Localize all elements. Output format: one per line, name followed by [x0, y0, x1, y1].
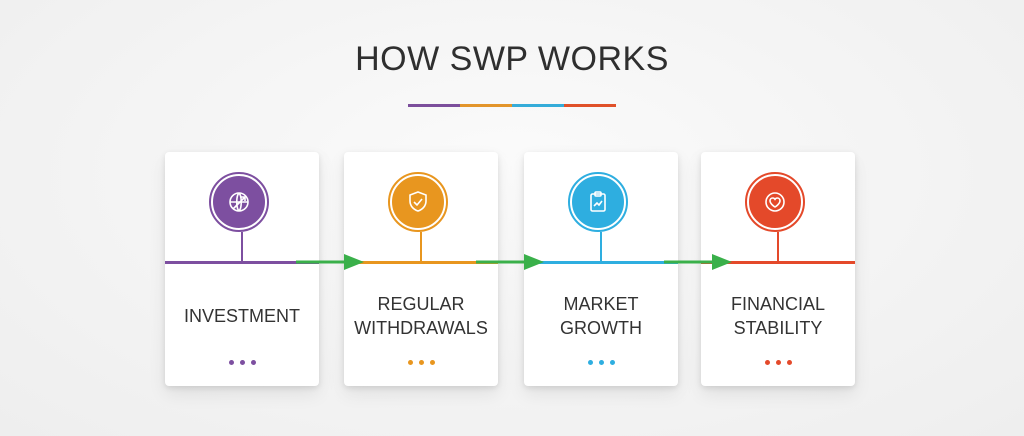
clipboard-chart-icon — [568, 172, 628, 232]
globe-arrow-icon — [209, 172, 269, 232]
underline-segment-1 — [408, 104, 460, 107]
step-stem — [420, 232, 422, 262]
underline-segment-4 — [564, 104, 616, 107]
step-dots — [701, 352, 855, 370]
underline-segment-3 — [512, 104, 564, 107]
step-card-market-growth: MARKET GROWTH — [524, 152, 678, 386]
step-stem — [777, 232, 779, 262]
step-label: MARKET GROWTH — [560, 294, 642, 338]
step-line — [165, 261, 319, 264]
step-label: INVESTMENT — [183, 306, 300, 326]
step-label: FINANCIAL STABILITY — [730, 294, 826, 338]
arrow-right-icon — [664, 254, 732, 270]
step-line — [701, 261, 855, 264]
step-card-regular-withdrawals: REGULAR WITHDRAWALS — [344, 152, 498, 386]
step-line — [524, 261, 678, 264]
step-stem — [241, 232, 243, 262]
arrow-right-icon — [476, 254, 544, 270]
step-card-financial-stability: FINANCIAL STABILITY — [701, 152, 855, 386]
step-dots — [165, 352, 319, 370]
step-stem — [600, 232, 602, 262]
step-card-investment: INVESTMENT — [165, 152, 319, 386]
underline-segment-2 — [460, 104, 512, 107]
page-title: HOW SWP WORKS — [355, 40, 669, 78]
step-label: REGULAR WITHDRAWALS — [354, 294, 488, 338]
arrow-right-icon — [296, 254, 364, 270]
step-dots — [524, 352, 678, 370]
step-dots — [344, 352, 498, 370]
title-underline — [408, 104, 616, 107]
heart-badge-icon — [745, 172, 805, 232]
step-line — [344, 261, 498, 264]
shield-check-icon — [388, 172, 448, 232]
